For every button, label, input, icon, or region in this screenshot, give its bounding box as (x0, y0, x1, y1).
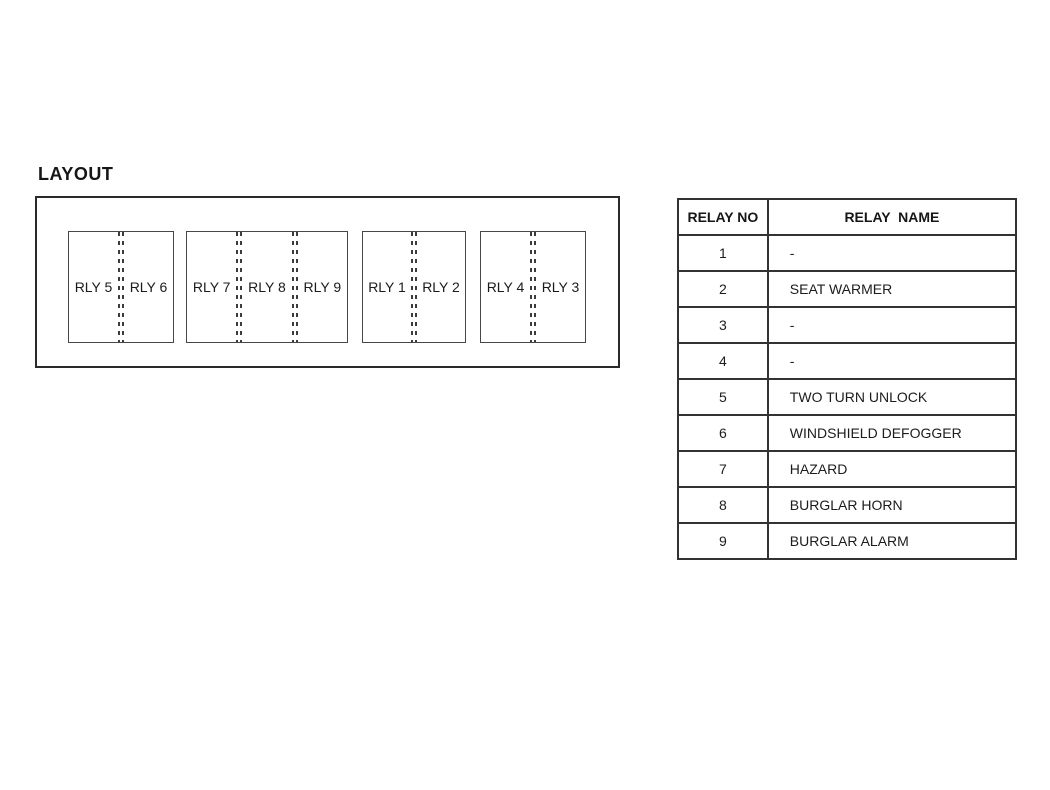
relay-no-cell: 7 (677, 450, 769, 488)
relay-name-cell: BURGLAR ALARM (766, 522, 1018, 560)
relay-name-cell: SEAT WARMER (766, 270, 1018, 308)
relay-slot-label: RLY 7 (192, 279, 231, 295)
dashed-divider (291, 232, 298, 342)
header-relay-name: RELAY NAME (766, 198, 1018, 236)
relay-name-cell: HAZARD (766, 450, 1018, 488)
table-header-row: RELAY NO RELAY NAME (677, 198, 1018, 236)
relay-slot-label: RLY 8 (248, 279, 286, 295)
relay-name-cell: - (766, 234, 1018, 272)
relay-slot-label: RLY 4 (486, 279, 525, 295)
table-row: 2 SEAT WARMER (677, 270, 1018, 308)
relay-slot-label: RLY 3 (541, 279, 580, 295)
relay-box-panel: RLY 5 RLY 6 RLY 7 RLY 8 RLY 9 RLY 1 RLY … (35, 196, 620, 368)
relay-slot-label: RLY 2 (422, 279, 460, 295)
relay-no-cell: 1 (677, 234, 769, 272)
dashed-divider (530, 232, 536, 342)
relay-no-cell: 2 (677, 270, 769, 308)
relay-name-cell: BURGLAR HORN (766, 486, 1018, 524)
relay-no-cell: 6 (677, 414, 769, 452)
table-row: 8 BURGLAR HORN (677, 486, 1018, 524)
table-row: 4 - (677, 342, 1018, 380)
table-row: 3 - (677, 306, 1018, 344)
table-row: 5 TWO TURN UNLOCK (677, 378, 1018, 416)
relay-name-cell: - (766, 306, 1018, 344)
relay-no-cell: 4 (677, 342, 769, 380)
relay-name-cell: WINDSHIELD DEFOGGER (766, 414, 1018, 452)
relay-slot-label: RLY 5 (74, 279, 113, 295)
dashed-divider (118, 232, 124, 342)
layout-section-title: LAYOUT (38, 164, 114, 184)
relay-name-cell: - (766, 342, 1018, 380)
dashed-divider (411, 232, 417, 342)
table-row: 6 WINDSHIELD DEFOGGER (677, 414, 1018, 452)
relay-slot-label: RLY 6 (129, 279, 168, 295)
relay-slot-label: RLY 1 (368, 279, 406, 295)
relay-name-table: RELAY NO RELAY NAME 1 - 2 SEAT WARMER 3 … (677, 198, 1018, 560)
relay-no-cell: 5 (677, 378, 769, 416)
relay-block-7-8-9: RLY 7 RLY 8 RLY 9 (186, 231, 348, 343)
relay-no-cell: 8 (677, 486, 769, 524)
header-relay-no: RELAY NO (677, 198, 769, 236)
dashed-divider (236, 232, 243, 342)
relay-block-4-3: RLY 4 RLY 3 (480, 231, 586, 343)
relay-name-cell: TWO TURN UNLOCK (766, 378, 1018, 416)
relay-slot-label: RLY 9 (303, 279, 342, 295)
table-row: 7 HAZARD (677, 450, 1018, 488)
relay-block-1-2: RLY 1 RLY 2 (362, 231, 466, 343)
table-row: 9 BURGLAR ALARM (677, 522, 1018, 560)
relay-no-cell: 3 (677, 306, 769, 344)
table-row: 1 - (677, 234, 1018, 272)
relay-block-5-6: RLY 5 RLY 6 (68, 231, 174, 343)
relay-no-cell: 9 (677, 522, 769, 560)
